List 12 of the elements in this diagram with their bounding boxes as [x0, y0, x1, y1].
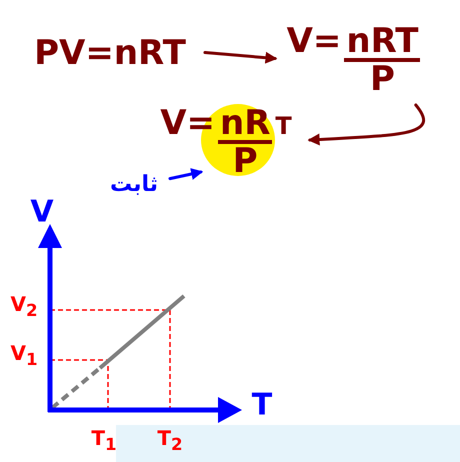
tick-label: V$_{2}$	[10, 292, 38, 320]
tick-label: V$_{1}$	[10, 341, 38, 369]
axis-label: V	[30, 194, 54, 230]
arrow	[308, 104, 425, 146]
arrow	[168, 168, 204, 180]
tick-label: T$_{1}$	[91, 426, 117, 454]
annotation-text: ثابت	[98, 166, 170, 202]
formula: V=nRT P	[275, 12, 435, 105]
tick-label: T$_{2}$	[157, 426, 183, 454]
arrow	[204, 51, 278, 64]
formula: PV=nRT	[15, 25, 205, 80]
axis-label: T	[252, 388, 272, 422]
